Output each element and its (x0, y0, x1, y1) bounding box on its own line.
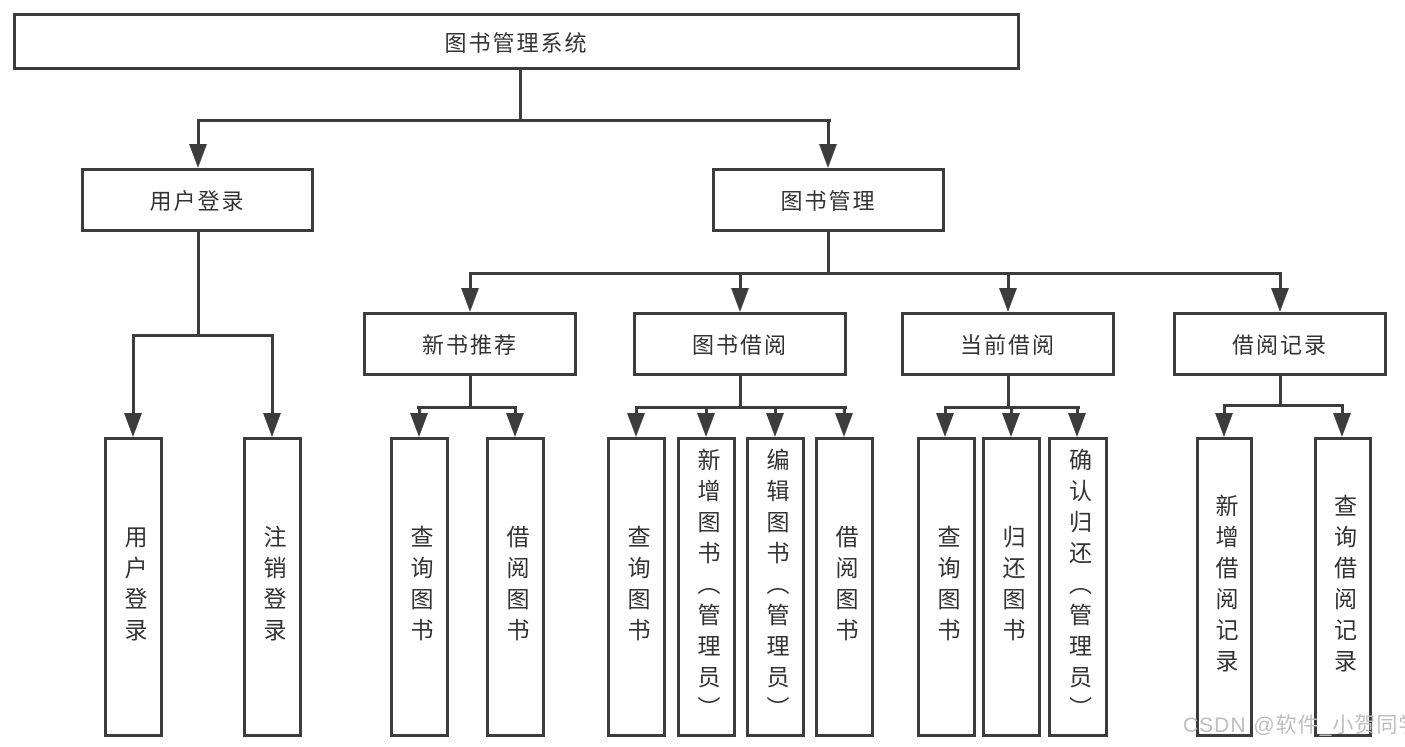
node-borrowing-records: 借阅记录 (1173, 312, 1387, 376)
arrow-down-icon (936, 413, 954, 437)
node-user-login: 用户登录 (81, 168, 314, 232)
leaf-query-books-current: 查询图书 (917, 437, 976, 737)
connector-line (197, 119, 831, 122)
connector-line (635, 406, 847, 409)
arrow-down-icon (410, 413, 428, 437)
connector-line (1341, 404, 1344, 418)
arrow-down-icon (999, 288, 1017, 312)
leaf-label: 归还图书 (999, 525, 1025, 649)
leaf-edit-books-admin: 编辑图书（管理员） (746, 437, 805, 737)
node-label: 用户登录 (149, 189, 246, 214)
connector-line (197, 231, 200, 337)
connector-line (827, 231, 830, 275)
leaf-query-borrow-record: 查询借阅记录 (1314, 437, 1372, 737)
leaf-label: 查询图书 (407, 525, 433, 649)
connector-line (705, 406, 708, 418)
csdn-watermark: CSDN @软件_小贺同学 (1183, 714, 1405, 737)
arrow-down-icon (1215, 413, 1233, 437)
leaf-label: 借阅图书 (832, 525, 858, 649)
connector-line (1223, 404, 1344, 407)
node-book-management: 图书管理 (712, 168, 945, 232)
node-label: 新书推荐 (421, 333, 518, 358)
node-new-book-recommendation: 新书推荐 (363, 312, 577, 376)
leaf-label: 用户登录 (121, 525, 147, 649)
connector-line (519, 68, 522, 121)
connector-line (944, 406, 947, 418)
connector-line (1279, 375, 1282, 407)
connector-line (1076, 406, 1079, 418)
connector-line (843, 406, 846, 418)
connector-line (739, 272, 742, 290)
node-label: 当前借阅 (959, 333, 1056, 358)
leaf-label: 借阅图书 (503, 525, 529, 649)
connector-line (1010, 406, 1013, 418)
connector-line (271, 334, 274, 415)
arrow-down-icon (819, 144, 837, 168)
leaf-query-books-recommend: 查询图书 (390, 437, 449, 737)
connector-line (827, 119, 830, 147)
leaf-label: 查询图书 (624, 525, 650, 649)
leaf-add-books-admin: 新增图书（管理员） (677, 437, 736, 737)
leaf-add-borrow-record: 新增借阅记录 (1196, 437, 1253, 737)
leaf-query-books-borrow: 查询图书 (607, 437, 666, 737)
arrow-down-icon (506, 413, 524, 437)
leaf-label: 注销登录 (260, 525, 286, 649)
connector-line (197, 119, 200, 147)
arrow-down-icon (697, 413, 715, 437)
arrow-down-icon (1068, 413, 1086, 437)
arrow-down-icon (835, 413, 853, 437)
connector-line (1007, 375, 1010, 409)
connector-line (739, 375, 742, 409)
leaf-borrow-books: 借阅图书 (815, 437, 874, 737)
node-current-borrowing: 当前借阅 (901, 312, 1115, 376)
connector-line (417, 406, 517, 409)
connector-line (514, 406, 517, 418)
connector-line (1007, 272, 1010, 290)
leaf-label: 确认归还（管理员） (1065, 447, 1092, 727)
node-library-management-system: 图书管理系统 (13, 13, 1020, 70)
node-label: 图书管理 (780, 189, 877, 214)
leaf-label: 新增借阅记录 (1212, 494, 1238, 680)
arrow-down-icon (189, 144, 207, 168)
leaf-label: 查询图书 (934, 525, 960, 649)
leaf-label: 查询借阅记录 (1330, 494, 1357, 680)
node-label: 借阅记录 (1231, 333, 1328, 358)
leaf-confirm-return-admin: 确认归还（管理员） (1048, 437, 1108, 737)
connector-line (635, 406, 638, 418)
node-book-borrowing: 图书借阅 (633, 312, 847, 376)
connector-line (418, 406, 421, 418)
connector-line (1223, 404, 1226, 418)
arrow-down-icon (263, 413, 281, 437)
arrow-down-icon (1333, 413, 1351, 437)
leaf-label: 新增图书（管理员） (694, 447, 720, 727)
leaf-label: 编辑图书（管理员） (763, 447, 789, 727)
arrow-down-icon (1002, 413, 1020, 437)
connector-line (469, 375, 472, 409)
connector-line (132, 334, 135, 415)
connector-line (132, 334, 274, 337)
leaf-logout: 注销登录 (243, 437, 302, 737)
arrow-down-icon (731, 288, 749, 312)
node-label: 图书借阅 (691, 333, 788, 358)
arrow-down-icon (627, 413, 645, 437)
connector-line (1279, 272, 1282, 290)
connector-line (469, 272, 1282, 275)
arrow-down-icon (461, 288, 479, 312)
leaf-user-login: 用户登录 (104, 437, 163, 737)
arrow-down-icon (766, 413, 784, 437)
leaf-borrow-books-recommend: 借阅图书 (486, 437, 545, 737)
arrow-down-icon (124, 413, 142, 437)
connector-line (774, 406, 777, 418)
arrow-down-icon (1271, 288, 1289, 312)
leaf-return-books: 归还图书 (982, 437, 1041, 737)
connector-line (469, 272, 472, 290)
node-label: 图书管理系统 (444, 30, 589, 56)
